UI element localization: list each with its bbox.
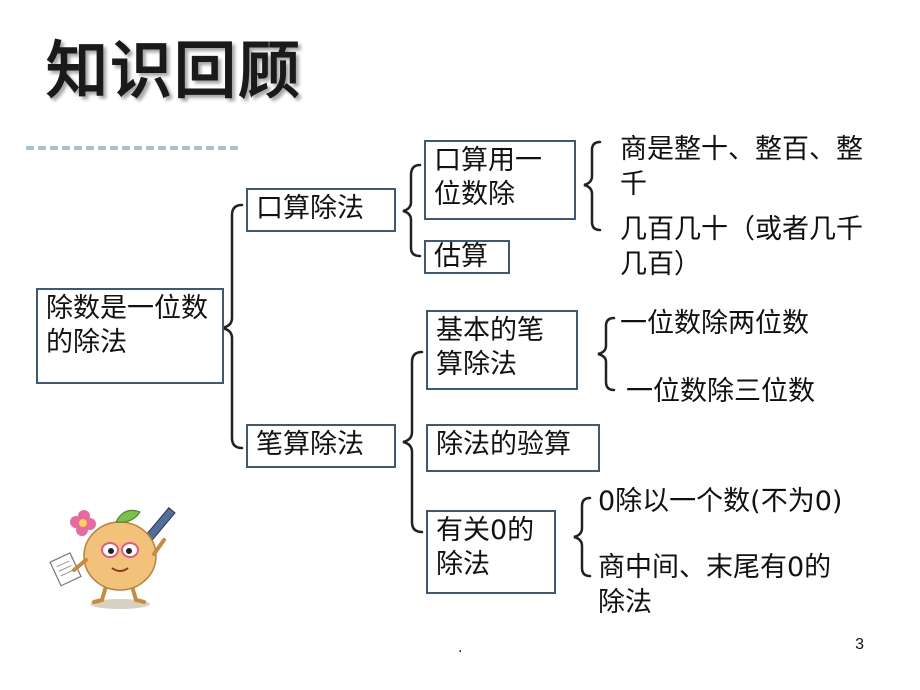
oral-leaf-brace — [583, 140, 602, 232]
root-label: 除数是一位数的除法 — [46, 293, 208, 358]
zero-leaf-2: 商中间、末尾有0的除法 — [598, 552, 832, 618]
zero-leaf-brace — [573, 496, 592, 578]
basic-written-box: 基本的笔算除法 — [426, 310, 578, 390]
zero-leaf-1: 0除以一个数(不为0) — [598, 486, 843, 517]
written-division-label: 笔算除法 — [256, 429, 364, 460]
written-division-box: 笔算除法 — [246, 424, 396, 468]
footer-dot: . — [458, 640, 463, 656]
oral-division-label: 口算除法 — [256, 193, 364, 224]
zero-division-label: 有关0的除法 — [436, 515, 535, 580]
oral-brace — [402, 163, 422, 258]
oral-leaf-1: 商是整十、整百、整千 — [620, 134, 863, 200]
zero-division-box: 有关0的除法 — [426, 510, 556, 594]
title-dashed-divider — [26, 146, 238, 150]
oral-one-digit-label: 口算用一位数除 — [434, 145, 542, 210]
root-box: 除数是一位数的除法 — [36, 288, 224, 384]
oral-one-digit-box: 口算用一位数除 — [424, 140, 576, 220]
division-check-label: 除法的验算 — [436, 429, 571, 460]
basic-leaf-1: 一位数除两位数 — [620, 308, 809, 339]
basic-leaf-2: 一位数除三位数 — [626, 376, 815, 407]
division-check-box: 除法的验算 — [426, 424, 600, 472]
estimate-box: 估算 — [424, 240, 510, 274]
oral-leaf-2: 几百几十（或者几千几百） — [620, 214, 863, 280]
basic-leaf-brace — [597, 316, 616, 392]
written-brace — [402, 350, 424, 534]
root-brace — [221, 203, 244, 450]
oral-division-box: 口算除法 — [246, 188, 396, 232]
page-number: 3 — [855, 636, 864, 653]
peach-mascot-illustration — [49, 507, 176, 609]
page-title: 知识回顾 — [46, 34, 303, 107]
estimate-label: 估算 — [434, 241, 488, 272]
basic-written-label: 基本的笔算除法 — [436, 315, 544, 380]
